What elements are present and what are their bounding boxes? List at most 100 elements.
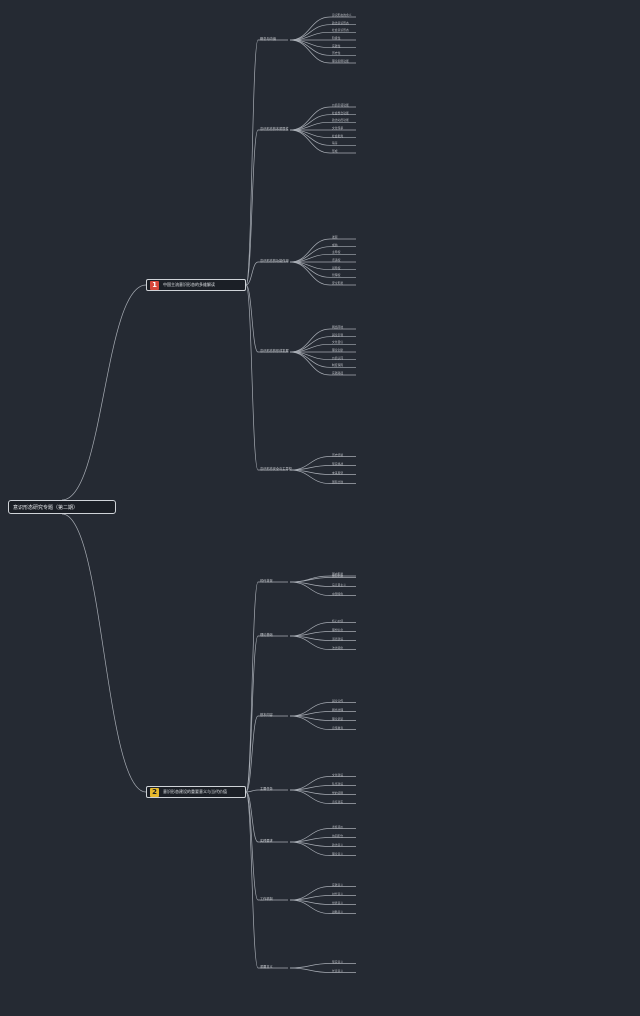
connector-line [289, 899, 331, 914]
root-node[interactable]: 意识形态研究专题（第二期） [8, 500, 116, 514]
upper-level3-18[interactable]: 领导权 [332, 265, 341, 270]
branch-1-number: 1 [150, 280, 159, 290]
upper-level3-16[interactable]: 主导权 [332, 250, 341, 255]
upper-level3-26[interactable]: 制度保障 [332, 363, 344, 368]
lower-level3-23[interactable]: 战略意义 [332, 909, 344, 914]
upper-level3-19[interactable]: 管理权 [332, 273, 341, 278]
lower-level3-20[interactable]: 实践意义 [332, 882, 344, 887]
lower-level3-2[interactable]: 马克思主义 [332, 582, 346, 587]
lower-level3-7[interactable]: 法治观念 [332, 645, 344, 650]
upper-level3-9[interactable]: 政治动员功能 [332, 118, 349, 123]
upper-level3-13[interactable]: 形成 [332, 149, 338, 153]
lower-level3-16[interactable]: 考核评价 [332, 824, 344, 829]
upper-level3-7[interactable]: 价值引领功能 [332, 103, 349, 107]
upper-level3-15[interactable]: 成熟 [332, 242, 338, 247]
connector-line [289, 106, 331, 131]
upper-level3-31[interactable]: 国际比较 [332, 479, 344, 484]
upper-level3-25[interactable]: 价值认同 [332, 355, 344, 360]
upper-level2-0[interactable]: 概念与内涵 [260, 36, 276, 41]
lower-level3-13[interactable]: 队伍建设 [332, 781, 344, 786]
lower-level2-0[interactable]: 时代背景 [260, 578, 273, 583]
lower-level2-1[interactable]: 理论基础 [260, 632, 273, 637]
lower-level3-17[interactable]: 协同配合 [332, 833, 344, 838]
lower-level3-6[interactable]: 道德建设 [332, 636, 344, 641]
upper-level2-3[interactable]: 意识形态的形成发展 [260, 348, 289, 353]
connector-line [289, 577, 331, 583]
lower-level3-21[interactable]: 时代意义 [332, 891, 344, 896]
upper-level3-6[interactable]: 理论指导功能 [332, 59, 349, 63]
lower-level3-22[interactable]: 世界意义 [332, 900, 344, 905]
connector-line [289, 39, 331, 64]
lower-level3-12[interactable]: 文化建设 [332, 772, 344, 777]
upper-level3-27[interactable]: 实践路径 [332, 371, 344, 375]
root-title: 意识形态研究专题（第二期） [13, 504, 79, 511]
upper-level2-1[interactable]: 意识形态的本质属性 [260, 126, 289, 131]
branch-1-node[interactable]: 1 中国主流意识形态的多维解读 [146, 279, 246, 291]
upper-level3-22[interactable]: 舆论引导 [332, 332, 344, 337]
branch-2-node[interactable]: 2 意识形态建设的重要意义与当代价值 [146, 786, 246, 798]
upper-level3-17[interactable]: 话语权 [332, 258, 341, 262]
connector-line [289, 16, 331, 41]
lower-level3-4[interactable]: 核心价值 [332, 618, 344, 623]
lower-level3-5[interactable]: 理想信念 [332, 627, 344, 632]
branch-2-number: 2 [150, 787, 159, 797]
upper-level3-29[interactable]: 现实挑战 [332, 461, 344, 466]
connector-line [245, 39, 259, 286]
upper-level3-23[interactable]: 文化自信 [332, 340, 344, 345]
connector-line [289, 789, 331, 804]
connector-line [245, 581, 259, 793]
upper-level3-2[interactable]: 社会意识形态 [332, 28, 349, 33]
lower-level2-6[interactable]: 重要意义 [260, 964, 273, 969]
connector-line [245, 791, 259, 969]
connector-line [289, 963, 331, 969]
upper-level3-12[interactable]: 萌芽 [332, 141, 338, 146]
lower-level2-3[interactable]: 主要任务 [260, 786, 273, 791]
upper-level3-10[interactable]: 文化传承 [332, 126, 344, 130]
connector-line [245, 715, 259, 793]
connector-line [289, 581, 331, 596]
lower-level3-3[interactable]: 中国特色 [332, 591, 344, 596]
lower-level2-5[interactable]: 工作机制 [260, 896, 273, 901]
connector-line [245, 635, 259, 793]
lower-level3-15[interactable]: 责任落实 [332, 799, 344, 804]
lower-level3-0[interactable]: 国内形势 [332, 572, 344, 576]
upper-level3-21[interactable]: 网络阵地 [332, 325, 344, 329]
lower-level2-4[interactable]: 实践要求 [260, 838, 273, 843]
upper-level3-5[interactable]: 历史性 [332, 51, 341, 56]
connector-line [61, 284, 147, 501]
upper-level3-30[interactable]: 未来展望 [332, 470, 344, 475]
upper-level3-3[interactable]: 阶级性 [332, 36, 341, 40]
lower-level3-18[interactable]: 政治意义 [332, 842, 344, 847]
lower-level3-24[interactable]: 现实意义 [332, 959, 344, 964]
lower-level3-11[interactable]: 宣传教育 [332, 725, 344, 730]
upper-level3-24[interactable]: 理论创新 [332, 348, 344, 352]
lower-level3-1[interactable]: 国际形势 [332, 573, 344, 578]
connector-line [289, 238, 331, 263]
connector-line [245, 284, 259, 471]
lower-level3-19[interactable]: 理论意义 [332, 851, 344, 856]
connector-line [245, 261, 259, 286]
upper-level3-14[interactable]: 发展 [332, 235, 338, 239]
connector-line [289, 635, 331, 650]
upper-level3-4[interactable]: 实践性 [332, 43, 341, 48]
connector-line [289, 129, 331, 154]
upper-level2-2[interactable]: 意识形态的功能作用 [260, 258, 289, 263]
lower-level2-2[interactable]: 基本内容 [260, 712, 273, 717]
lower-level3-9[interactable]: 网络治理 [332, 707, 344, 712]
lower-level3-25[interactable]: 长远意义 [332, 968, 344, 973]
lower-level3-10[interactable]: 理论武装 [332, 716, 344, 721]
upper-level3-20[interactable]: 安全形势 [332, 281, 344, 285]
upper-level3-1[interactable]: 政治意识形态 [332, 20, 349, 25]
connector-line [289, 469, 331, 484]
connector-line [289, 261, 331, 286]
upper-level3-28[interactable]: 历史经验 [332, 452, 344, 457]
connector-line [289, 841, 331, 856]
connector-line [61, 513, 147, 793]
upper-level3-8[interactable]: 社会整合功能 [332, 110, 349, 115]
lower-level3-14[interactable]: 党的领导 [332, 790, 344, 795]
lower-level3-8[interactable]: 舆论宣传 [332, 698, 344, 703]
upper-level2-4[interactable]: 意识形态安全与主导权 [260, 466, 292, 471]
upper-level3-11[interactable]: 社会批判 [332, 133, 344, 138]
upper-level3-0[interactable]: 意识形态的含义 [332, 13, 352, 17]
